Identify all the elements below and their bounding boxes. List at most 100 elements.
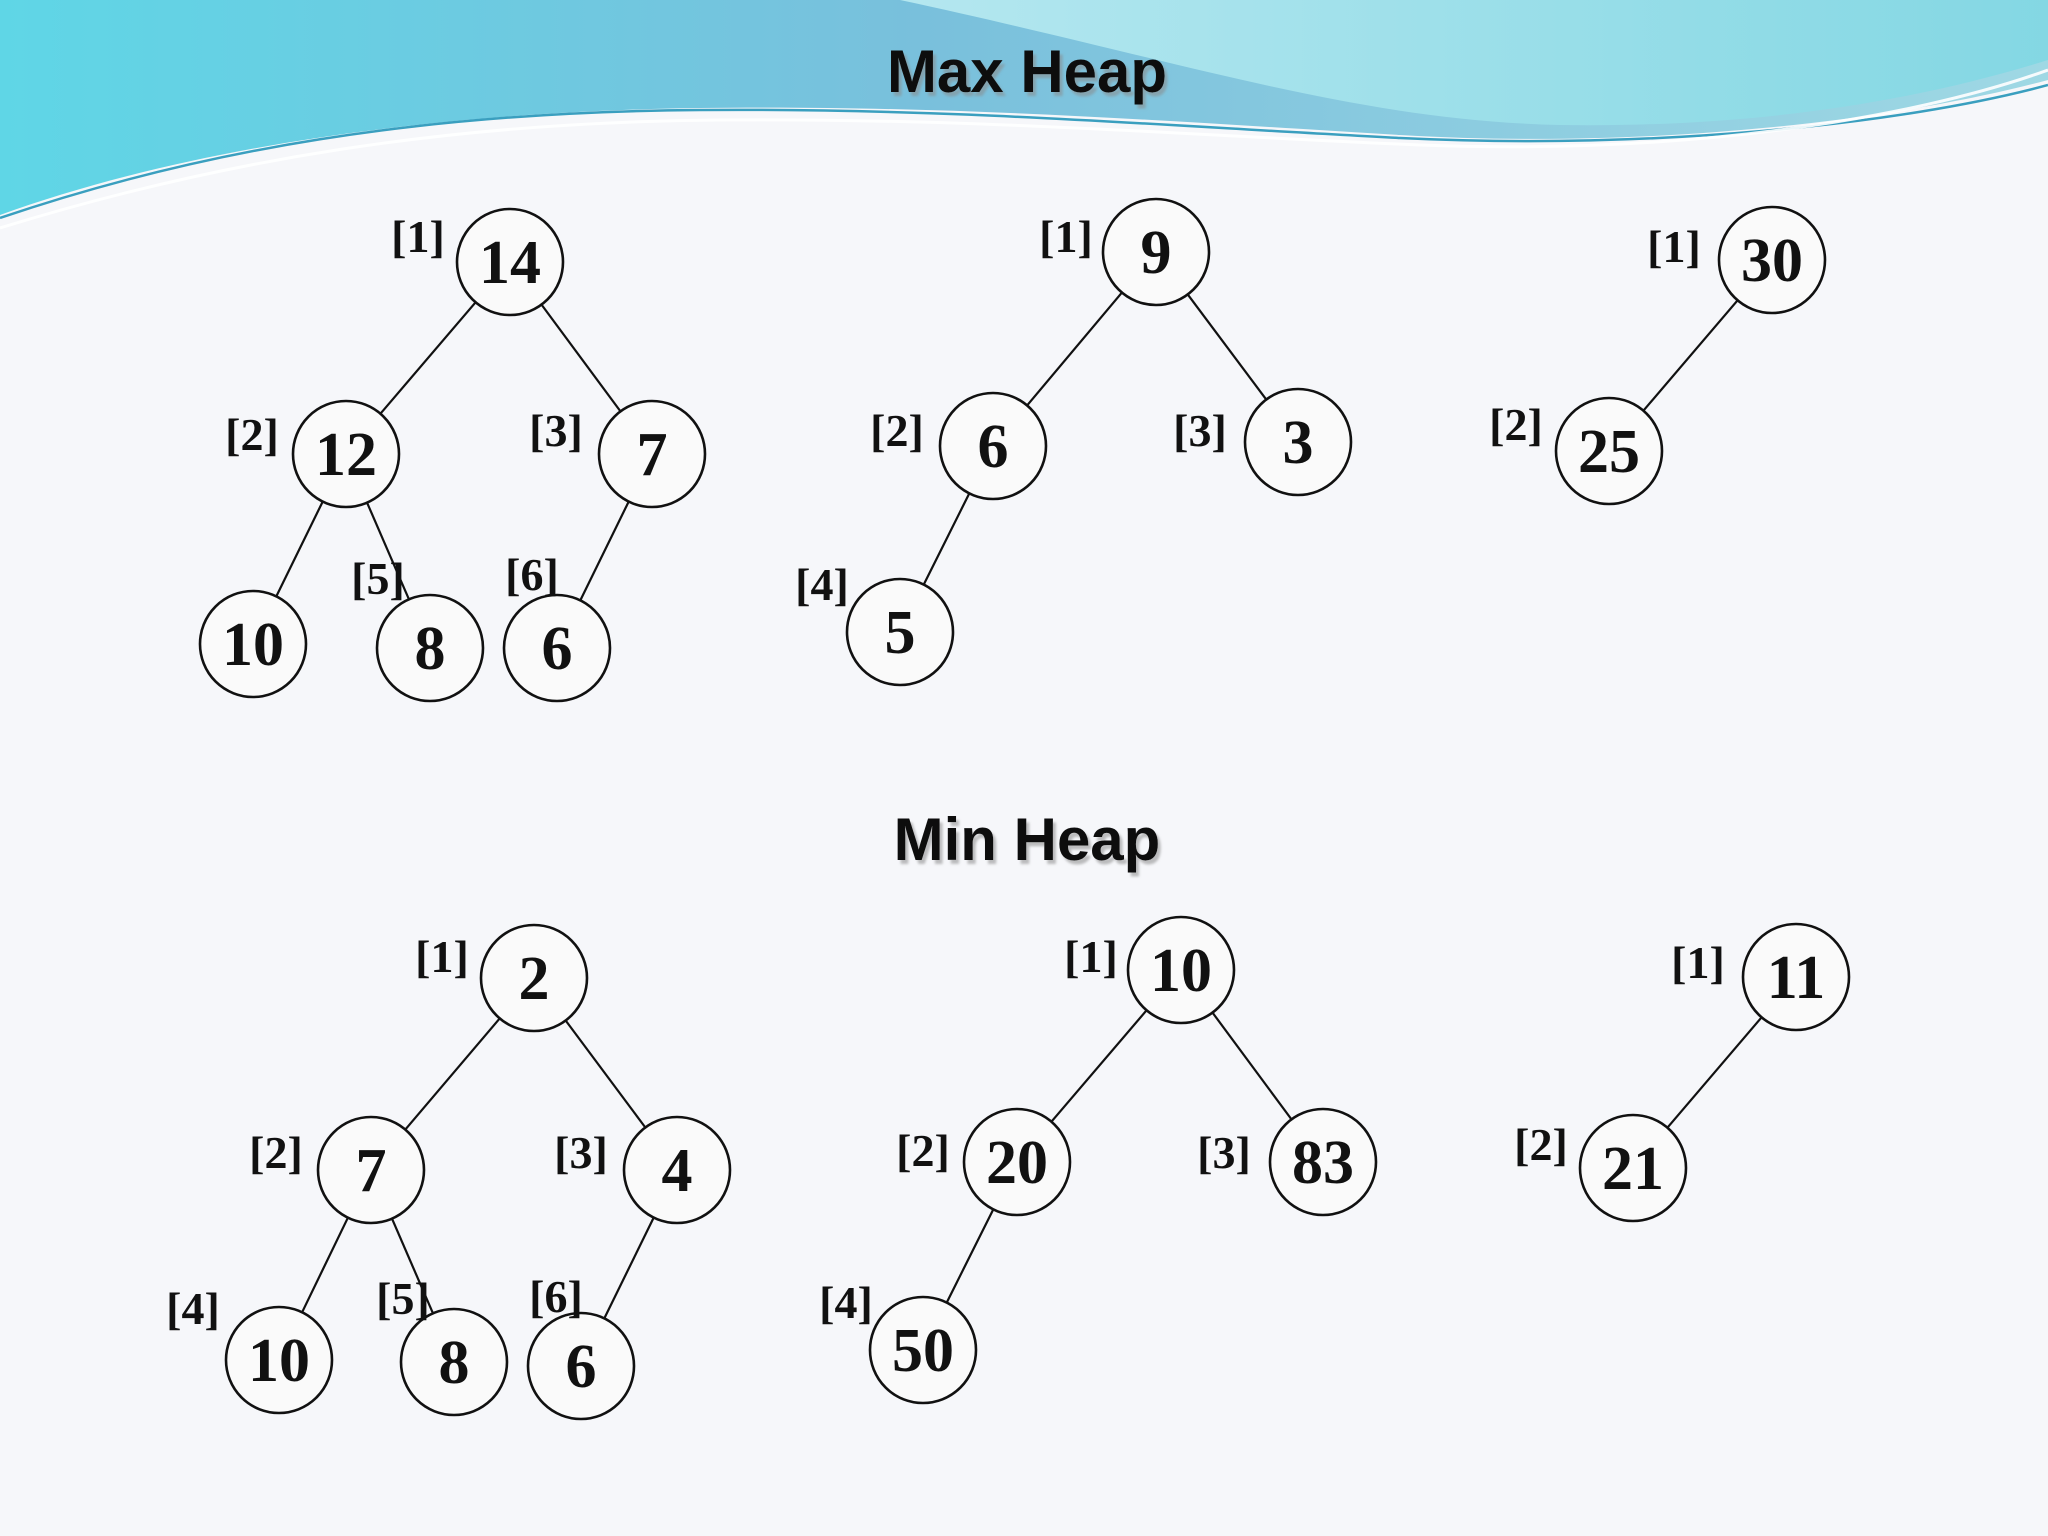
tree-edge bbox=[603, 1217, 655, 1319]
node-value: 9 bbox=[1141, 219, 1172, 287]
node-index-label: [6] bbox=[505, 549, 559, 600]
heap-node: 50 [4] bbox=[819, 1277, 978, 1405]
node-circle bbox=[1554, 396, 1664, 506]
node-value: 6 bbox=[978, 413, 1009, 481]
heap-node: 7 [3] bbox=[529, 399, 707, 509]
heap-node: 6[6] bbox=[502, 549, 612, 703]
max-heap-1: 14 [1] 12 [2] 7 [3] 10 8[5] 6[6] bbox=[198, 207, 707, 703]
node-index-label: [2] bbox=[249, 1127, 303, 1178]
heap-node: 7 [2] bbox=[249, 1115, 426, 1225]
node-index-label: [3] bbox=[1197, 1127, 1251, 1178]
node-index-label: [1] bbox=[415, 931, 469, 982]
tree-edge bbox=[1666, 1016, 1763, 1129]
node-value: 10 bbox=[248, 1327, 310, 1395]
node-circle bbox=[597, 399, 707, 509]
node-value: 30 bbox=[1741, 227, 1803, 295]
node-circle bbox=[316, 1115, 426, 1225]
node-value: 8 bbox=[415, 615, 446, 683]
min-heap-3: 11 [1] 21 [2] bbox=[1514, 922, 1851, 1223]
heap-node: 10 [1] bbox=[1064, 915, 1236, 1025]
tree-edge bbox=[1211, 1011, 1293, 1121]
node-index-label: [4] bbox=[166, 1283, 220, 1334]
heap-node: 3 [3] bbox=[1173, 387, 1353, 497]
node-circle bbox=[938, 391, 1048, 501]
heap-node: 83 [3] bbox=[1197, 1107, 1378, 1217]
heap-node: 5 [4] bbox=[795, 559, 955, 687]
node-value: 10 bbox=[1150, 937, 1212, 1005]
node-value: 8 bbox=[439, 1329, 470, 1397]
min-heap-2: 10 [1] 20 [2] 83 [3] 50 [4] bbox=[819, 915, 1378, 1405]
max-heap-2: 9 [1] 6 [2] 3 [3] 5 [4] bbox=[795, 197, 1353, 687]
node-value: 5 bbox=[885, 599, 916, 667]
node-index-label: [3] bbox=[554, 1127, 608, 1178]
tree-edge bbox=[404, 1017, 501, 1131]
node-circle bbox=[962, 1107, 1072, 1217]
tree-edge bbox=[922, 492, 971, 586]
tree-edge bbox=[945, 1208, 995, 1304]
node-index-label: [5] bbox=[351, 553, 405, 604]
min-heap-title: Min Heap bbox=[894, 806, 1161, 873]
node-index-label: [1] bbox=[391, 211, 445, 262]
node-circle bbox=[1101, 197, 1211, 307]
node-value: 2 bbox=[519, 945, 550, 1013]
node-value: 10 bbox=[222, 611, 284, 679]
node-value: 14 bbox=[479, 229, 541, 297]
node-value: 3 bbox=[1283, 409, 1314, 477]
node-index-label: [4] bbox=[819, 1277, 873, 1328]
node-value: 7 bbox=[637, 421, 668, 489]
node-index-label: [2] bbox=[225, 409, 279, 460]
node-index-label: [4] bbox=[795, 559, 849, 610]
node-circle bbox=[622, 1115, 732, 1225]
node-circle bbox=[455, 207, 565, 317]
node-index-label: [1] bbox=[1064, 931, 1118, 982]
tree-edge bbox=[379, 301, 477, 415]
tree-edge bbox=[1050, 1009, 1148, 1123]
heap-node: 10 [4] bbox=[166, 1283, 334, 1415]
node-circle bbox=[375, 593, 485, 703]
node-circle bbox=[526, 1311, 636, 1421]
heap-node: 6[6] bbox=[526, 1271, 636, 1421]
tree-edge bbox=[391, 1218, 434, 1314]
node-index-label: [5] bbox=[376, 1273, 430, 1324]
node-circle bbox=[198, 589, 308, 699]
node-index-label: [3] bbox=[1173, 405, 1227, 456]
max-heap-3: 30[1]25[2] bbox=[1489, 205, 1827, 506]
node-index-label: [1] bbox=[1671, 937, 1725, 988]
heap-node: 30 [1] bbox=[1647, 205, 1827, 315]
node-index-label: [1] bbox=[1647, 221, 1701, 272]
node-index-label: [3] bbox=[529, 405, 583, 456]
heap-node: 4[3] bbox=[554, 1115, 732, 1225]
tree-edge bbox=[1642, 299, 1739, 412]
tree-edge bbox=[1026, 291, 1123, 407]
max-heap-title: Max Heap bbox=[887, 38, 1167, 105]
heap-node: 11 [1] bbox=[1671, 922, 1851, 1032]
node-circle bbox=[1741, 922, 1851, 1032]
node-value: 20 bbox=[986, 1129, 1048, 1197]
node-value: 7 bbox=[356, 1137, 387, 1205]
node-circle bbox=[1578, 1113, 1688, 1223]
node-circle bbox=[291, 399, 401, 509]
node-index-label: [2] bbox=[1514, 1119, 1568, 1170]
node-index-label: [2] bbox=[870, 405, 924, 456]
node-circle bbox=[502, 593, 612, 703]
tree-edge bbox=[301, 1217, 349, 1313]
node-circle bbox=[1126, 915, 1236, 1025]
tree-edge bbox=[564, 1019, 647, 1129]
heap-node: 9 [1] bbox=[1039, 197, 1211, 307]
tree-edge bbox=[366, 502, 410, 600]
heap-node: 8[5] bbox=[376, 1273, 509, 1417]
node-value: 21 bbox=[1602, 1135, 1664, 1203]
node-value: 11 bbox=[1767, 944, 1826, 1012]
node-circle bbox=[868, 1295, 978, 1405]
node-index-label: [6] bbox=[529, 1271, 583, 1322]
node-index-label: [1] bbox=[1039, 211, 1093, 262]
node-index-label: [2] bbox=[896, 1125, 950, 1176]
node-value: 83 bbox=[1292, 1129, 1354, 1197]
heap-node: 14 [1] bbox=[391, 207, 565, 317]
node-value: 50 bbox=[892, 1317, 954, 1385]
tree-edge bbox=[579, 501, 630, 601]
tree-edge bbox=[540, 303, 622, 413]
node-value: 12 bbox=[315, 421, 377, 489]
node-circle bbox=[1268, 1107, 1378, 1217]
